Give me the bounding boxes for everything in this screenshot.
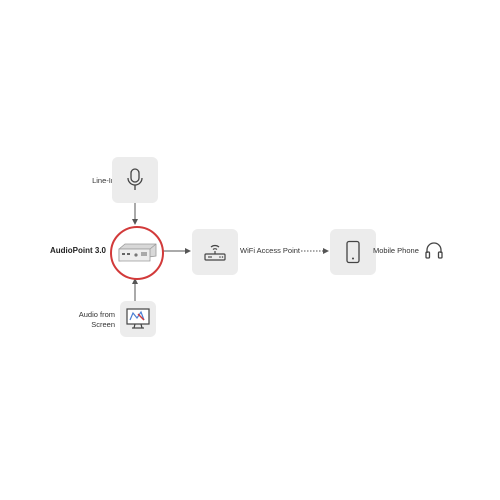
line-in-label: Line-In xyxy=(92,176,115,185)
screen-node[interactable] xyxy=(120,301,156,337)
phone-label: Mobile Phone xyxy=(373,246,419,255)
audiopoint-label: AudioPoint 3.0 xyxy=(50,246,106,255)
screen-label-line1: Audio from xyxy=(78,310,115,319)
audiopoint-node[interactable] xyxy=(110,226,164,280)
line-in-node[interactable] xyxy=(112,157,158,203)
phone-icon xyxy=(346,240,360,264)
phone-node[interactable] xyxy=(330,229,376,275)
screen-label-line2: Screen xyxy=(91,320,115,329)
access-point-label: WiFi Access Point xyxy=(240,246,301,255)
router-icon xyxy=(204,244,226,261)
audiopoint-device-icon xyxy=(118,243,157,262)
microphone-icon xyxy=(127,168,143,190)
monitor-icon xyxy=(126,308,150,329)
access-point-node[interactable] xyxy=(192,229,238,275)
headphones-icon xyxy=(425,242,443,259)
